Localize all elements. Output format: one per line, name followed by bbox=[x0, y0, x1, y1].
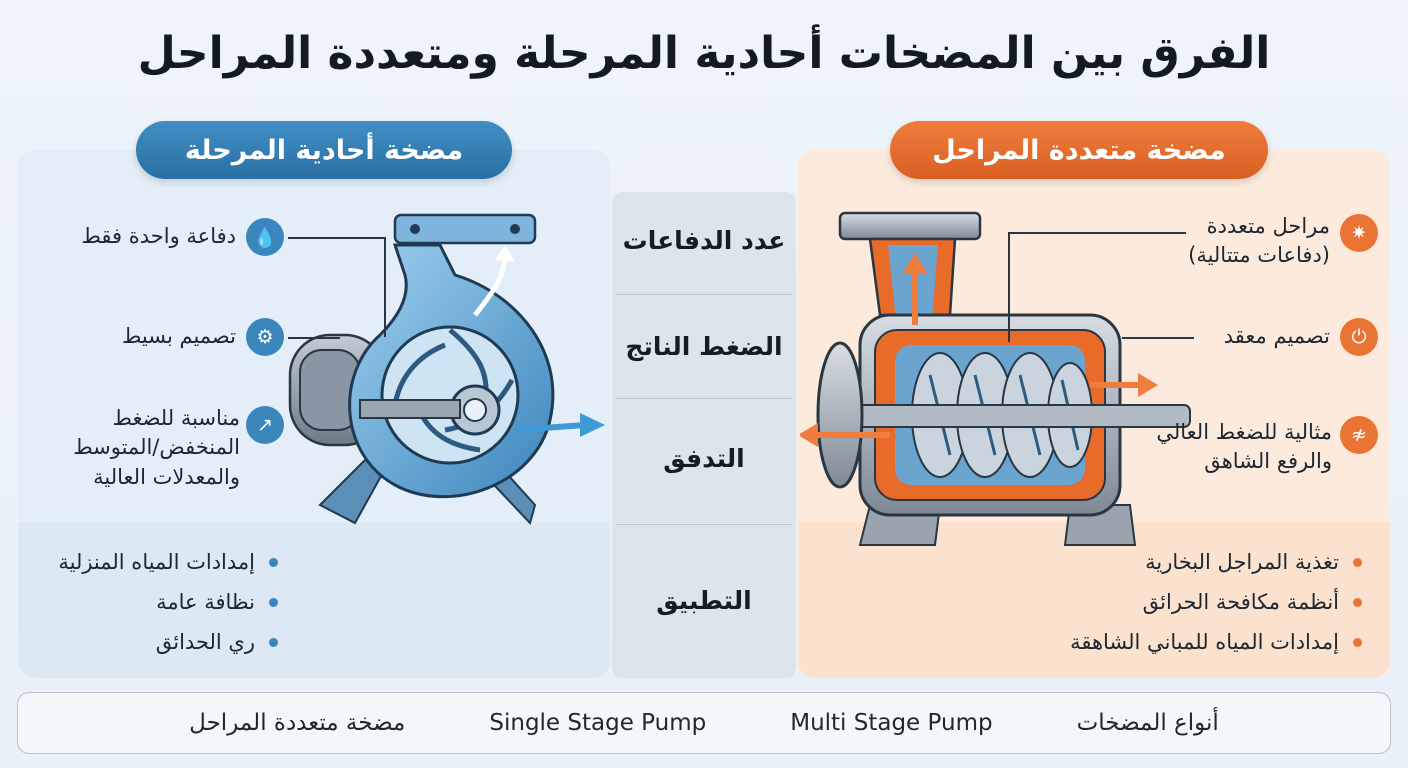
connector-line bbox=[1008, 232, 1186, 234]
bullet-dot bbox=[1353, 637, 1362, 647]
footer-item: Multi Stage Pump bbox=[790, 710, 993, 736]
bullet-dot bbox=[1353, 557, 1362, 567]
footer-item: أنواع المضخات bbox=[1076, 710, 1219, 736]
application-item: إمدادات المياه للمباني الشاهقة bbox=[1070, 630, 1362, 654]
trend-up-icon: ↗ bbox=[246, 406, 284, 444]
divider bbox=[616, 398, 792, 399]
single-stage-applications-panel bbox=[18, 522, 610, 678]
footer-bar: مضخة متعددة المراحل Single Stage Pump Mu… bbox=[17, 692, 1391, 754]
bullet-dot bbox=[269, 557, 278, 567]
bullet-dot bbox=[269, 597, 278, 607]
bullet-dot bbox=[269, 637, 278, 647]
gear-icon: ✷ bbox=[1340, 214, 1378, 252]
gear-icon: ⚙ bbox=[246, 318, 284, 356]
feature-multiple-stages: مراحل متعددة (دفاعات متتالية) bbox=[1188, 214, 1330, 268]
connector-line bbox=[384, 237, 386, 337]
page-title: الفرق بين المضخات أحادية المرحلة ومتعددة… bbox=[137, 28, 1271, 79]
multi-stage-heading: مضخة متعددة المراحل bbox=[890, 121, 1268, 179]
power-icon: ⏻ bbox=[1340, 318, 1378, 356]
connector-line bbox=[1008, 232, 1010, 342]
single-stage-heading: مضخة أحادية المرحلة bbox=[136, 121, 512, 179]
label-output-pressure: الضغط الناتج bbox=[625, 332, 783, 361]
feature-low-medium-pressure: مناسبة للضغط المنخفض/المتوسط والمعدلات ا… bbox=[73, 406, 240, 489]
footer-item: مضخة متعددة المراحل bbox=[189, 710, 406, 736]
connector-line bbox=[288, 337, 340, 339]
multi-stage-pump-illustration bbox=[800, 211, 1191, 546]
label-application: التطبيق bbox=[656, 586, 752, 615]
comparison-column bbox=[612, 192, 796, 678]
application-item: تغذية المراجل البخارية bbox=[1145, 550, 1362, 574]
bullet-dot bbox=[1353, 597, 1362, 607]
application-item: ري الحدائق bbox=[156, 630, 278, 654]
feature-single-impeller: دفاعة واحدة فقط bbox=[81, 224, 236, 248]
application-item: إمدادات المياه المنزلية bbox=[58, 550, 278, 574]
application-item: نظافة عامة bbox=[156, 590, 278, 614]
connector-line bbox=[1122, 337, 1194, 339]
application-item: أنظمة مكافحة الحرائق bbox=[1143, 590, 1362, 614]
divider bbox=[616, 294, 792, 295]
divider bbox=[616, 524, 792, 525]
feature-high-pressure: مثالية للضغط العالي والرفع الشاهق bbox=[1156, 420, 1332, 474]
label-impeller-count: عدد الدفاعات bbox=[622, 226, 786, 255]
label-flow: التدفق bbox=[663, 444, 745, 473]
water-drop-icon: 💧 bbox=[246, 218, 284, 256]
multi-stage-applications-panel bbox=[798, 522, 1390, 678]
single-stage-pump-illustration bbox=[288, 213, 605, 525]
footer-item: Single Stage Pump bbox=[489, 710, 707, 736]
connector-line bbox=[288, 237, 384, 239]
pressure-icon: ≉ bbox=[1340, 416, 1378, 454]
feature-simple-design: تصميم بسيط bbox=[121, 324, 236, 348]
feature-complex-design: تصميم معقد bbox=[1223, 324, 1330, 348]
